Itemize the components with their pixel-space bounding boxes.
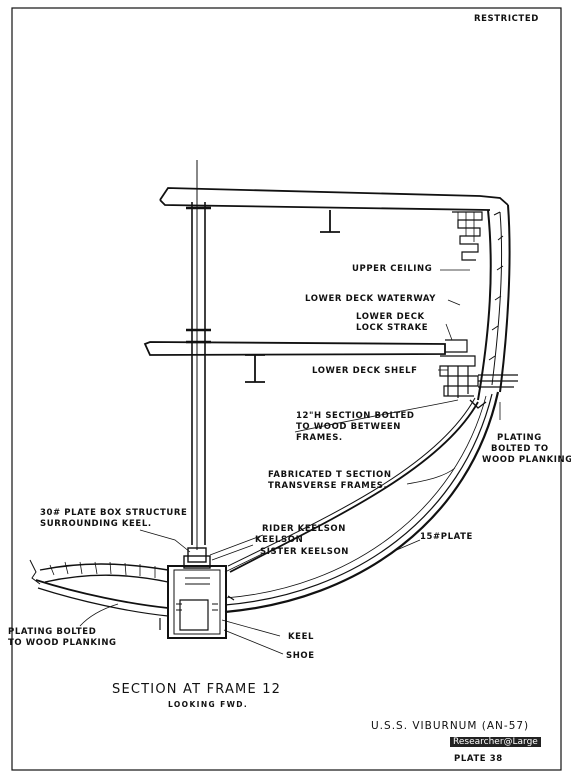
sheet-border [11,7,562,771]
keel-block [179,599,209,631]
label-h-section-line1: 12"H SECTION BOLTED [296,411,415,421]
label-h-section-line2: TO WOOD BETWEEN [296,422,402,432]
hull-plate-outer [224,391,500,614]
hull-side-inner [477,209,492,401]
label-lower-deck: LOWER DECK [356,312,425,322]
drawing-title: SECTION AT FRAME 12 [112,682,282,697]
lower-deck [143,341,446,356]
label-t-section-line2: TRANSVERSE FRAMES. [268,481,388,491]
label-box-structure-line1: 30# PLATE BOX STRUCTURE [40,508,188,518]
label-plating-right-line3: WOOD PLANKING [482,455,571,465]
t-section-frame [229,401,479,573]
restricted-stamp: RESTRICTED [474,14,539,24]
label-h-section-line3: FRAMES. [296,433,343,443]
label-plating-left-line2: TO WOOD PLANKING [8,638,117,648]
label-keelson: KEELSON [255,535,304,545]
label-plating-left-line1: PLATING BOLTED [8,627,97,637]
label-rider-keelson: RIDER KEELSON [262,524,346,534]
drawing-subtitle: LOOKING FWD. [168,700,249,709]
planking-left [39,563,169,571]
watermark: Researcher@Large [450,737,541,747]
vessel-name: U.S.S. VIBURNUM (AN-57) [371,720,530,732]
lower-deck-shelf [439,339,479,398]
label-15-plate: 15#PLATE [420,532,473,542]
keelson-block [183,555,211,569]
label-t-section-line1: FABRICATED T SECTION [268,470,392,480]
plate-number: PLATE 38 [454,754,503,764]
rider-keelson [187,547,207,563]
label-lock-strake: LOCK STRAKE [356,323,429,333]
label-upper-ceiling: UPPER CEILING [352,264,433,274]
keel-box [167,565,227,639]
upper-deck [159,187,509,206]
label-keel: KEEL [288,632,315,642]
label-sister-keelson: SISTER KEELSON [260,547,349,557]
label-shoe: SHOE [286,651,315,661]
label-lower-deck-waterway: LOWER DECK WATERWAY [305,294,437,304]
label-box-structure-line2: SURROUNDING KEEL. [40,519,152,529]
hull-side-outer [499,204,511,393]
label-plating-right-line2: BOLTED TO [491,444,549,454]
label-lower-deck-shelf: LOWER DECK SHELF [312,366,418,376]
label-plating-right-line1: PLATING [497,433,542,443]
